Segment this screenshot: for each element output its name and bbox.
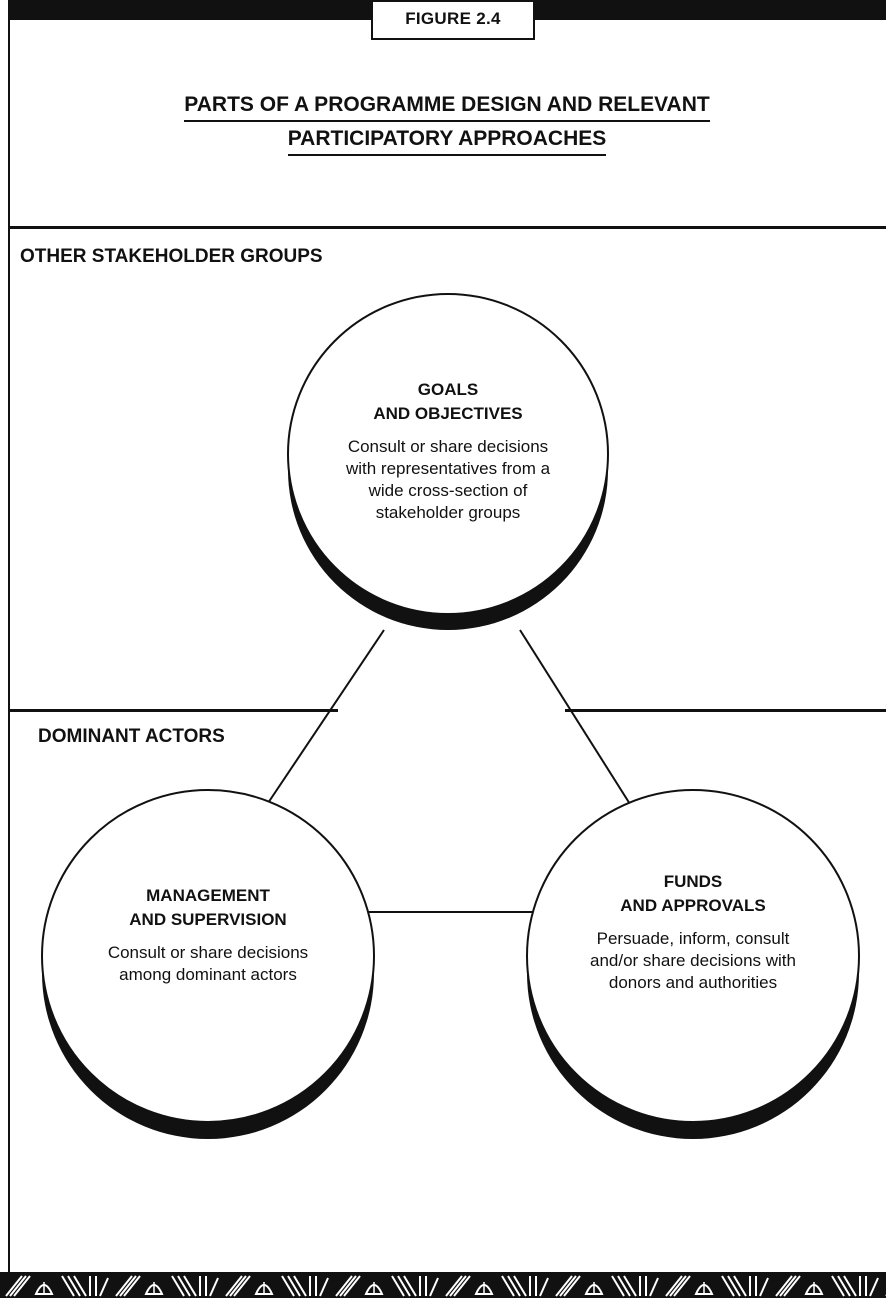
goals-heading-2: AND OBJECTIVES [373,404,523,423]
funds-body-1: Persuade, inform, consult [596,929,790,948]
group-label-dominant-actors: DOMINANT ACTORS [38,726,225,747]
funds-description: Persuade, inform, consult and/or share d… [533,928,853,994]
goals-circle [287,293,609,615]
group-label-other-stakeholders: OTHER STAKEHOLDER GROUPS [20,246,323,267]
decorative-leaf-border [0,1272,886,1298]
funds-node: FUNDS AND APPROVALS Persuade, inform, co… [533,870,853,994]
figure-title: PARTS OF A PROGRAMME DESIGN AND RELEVANT… [8,88,886,156]
left-frame-rule [8,20,10,1272]
goals-node: GOALS AND OBJECTIVES Consult or share de… [288,378,608,524]
management-heading-2: AND SUPERVISION [129,910,287,929]
management-description: Consult or share decisions among dominan… [48,942,368,986]
goals-body-4: stakeholder groups [375,503,521,522]
management-circle [41,789,375,1123]
funds-circle [526,789,860,1123]
divider-dominant-actors-right [565,709,886,712]
divider-dominant-actors-left [8,709,338,712]
management-body-1: Consult or share decisions [107,943,309,962]
funds-body-2: and/or share decisions with [589,951,796,970]
divider-other-stakeholders [8,226,886,229]
title-line-2: PARTICIPATORY APPROACHES [287,124,607,156]
goals-heading-1: GOALS [417,380,479,399]
funds-heading-1: FUNDS [663,872,723,891]
goals-body-3: wide cross-section of [368,481,528,500]
funds-heading-2: AND APPROVALS [620,896,766,915]
connector-goals-management [261,629,385,813]
management-body-2: among dominant actors [119,965,297,984]
funds-body-3: donors and authorities [608,973,778,992]
goals-description: Consult or share decisions with represen… [288,436,608,524]
goals-body-1: Consult or share decisions [347,437,549,456]
connector-goals-funds [519,629,636,813]
goals-body-2: with representatives from a [345,459,551,478]
management-heading-1: MANAGEMENT [146,886,270,905]
figure-label: FIGURE 2.4 [371,0,535,40]
management-node: MANAGEMENT AND SUPERVISION Consult or sh… [48,884,368,986]
title-line-1: PARTS OF A PROGRAMME DESIGN AND RELEVANT [184,90,710,122]
